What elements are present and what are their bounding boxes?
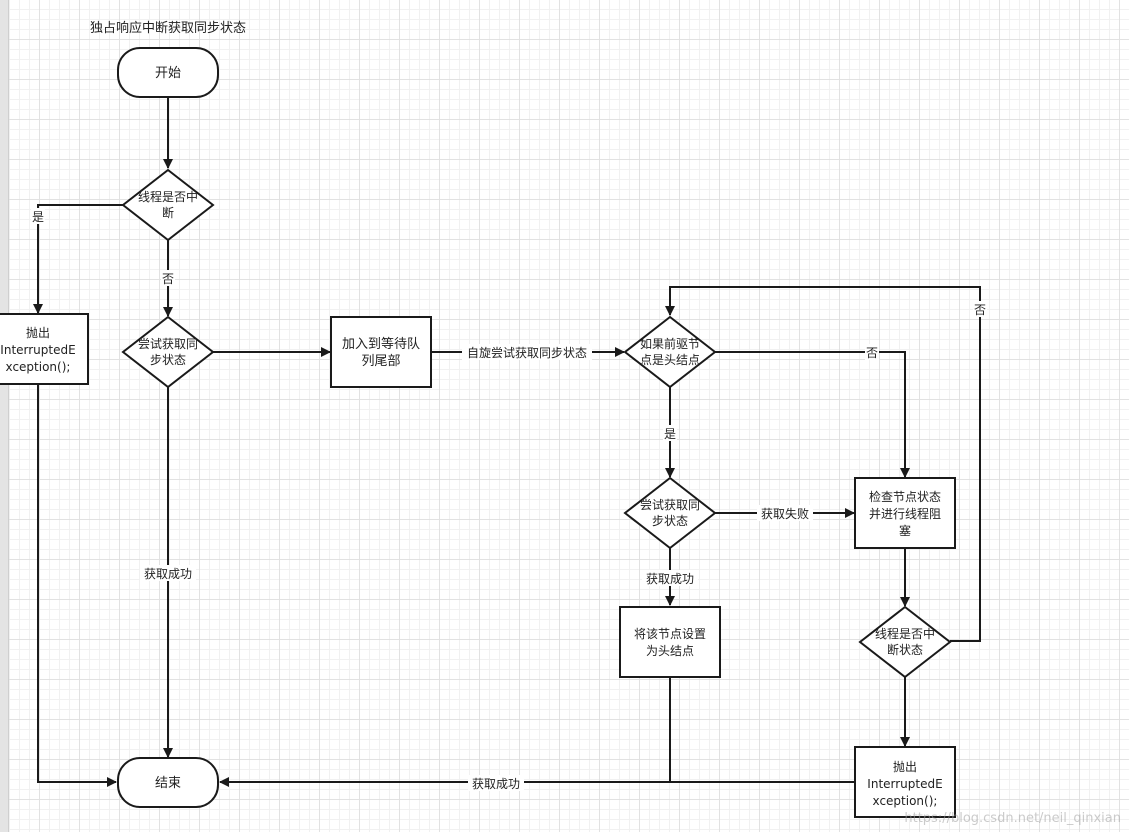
end-node: 结束 <box>117 757 219 808</box>
try2-label-2: 步状态 <box>652 514 688 528</box>
try1-label-1: 尝试获取同 <box>138 336 198 351</box>
add-to-queue-box: 加入到等待队 列尾部 <box>330 316 432 388</box>
check2-label-1: 线程是否中 <box>875 626 935 641</box>
start-label: 开始 <box>155 66 181 81</box>
park-label-1: 检查节点状态 <box>869 489 941 504</box>
label-acquire-fail: 获取失败 <box>761 506 809 521</box>
label-acquire-success-2: 获取成功 <box>646 572 694 586</box>
try-acquire-decision-2: 尝试获取同 步状态 <box>623 476 717 550</box>
try-acquire-decision-1: 尝试获取同 步状态 <box>121 315 215 389</box>
label-spin-acquire: 自旋尝试获取同步状态 <box>467 345 587 360</box>
throw2-line-3: xception(); <box>873 794 938 808</box>
label-loop-no: 否 <box>974 303 986 317</box>
check-interrupt-label-1: 线程是否中 <box>138 189 198 204</box>
throw1-line-2: InterruptedE <box>0 343 75 357</box>
set-head-box: 将该节点设置 为头结点 <box>619 606 721 678</box>
check-and-park-box: 检查节点状态 并进行线程阻 塞 <box>854 477 956 549</box>
label-yes-interrupt: 是 <box>32 210 44 224</box>
throw-exception-box-2: 抛出 InterruptedE xception(); <box>854 746 956 818</box>
label-no-interrupt: 否 <box>162 272 174 286</box>
park-label-3: 塞 <box>899 523 911 538</box>
start-node: 开始 <box>117 47 219 98</box>
label-acquire-success-3: 获取成功 <box>472 777 520 791</box>
check-interrupt-decision: 线程是否中 断 <box>121 168 215 242</box>
edge-throw1-to-end <box>37 384 117 787</box>
sethead-label-2: 为头结点 <box>646 644 694 658</box>
check-interrupt-label-2: 断 <box>162 205 174 220</box>
sethead-label-1: 将该节点设置 <box>634 627 706 641</box>
check-interrupt-decision-2: 线程是否中 断状态 <box>858 605 952 679</box>
throw2-line-1: 抛出 <box>893 759 917 774</box>
edge-check-yes <box>33 204 124 314</box>
label-acquire-success-1: 获取成功 <box>144 567 192 581</box>
edge-labels: 是 否 获取成功 自旋尝试获取同步状态 否 是 获取失败 获取成功 否 获取成功 <box>31 208 987 791</box>
left-panel-edge <box>0 0 9 832</box>
pred-is-head-decision: 如果前驱节 点是头结点 <box>623 315 717 389</box>
end-label: 结束 <box>155 776 181 791</box>
throw1-line-3: xception(); <box>6 360 71 374</box>
queue-label-1: 加入到等待队 <box>342 336 420 352</box>
throw1-line-1: 抛出 <box>26 325 50 340</box>
label-pred-yes: 是 <box>664 427 676 441</box>
edge-pred-no <box>715 351 910 478</box>
diagram-title: 独占响应中断获取同步状态 <box>90 20 246 36</box>
try1-label-2: 步状态 <box>150 353 186 367</box>
watermark-text: https://blog.csdn.net/neil_qinxian <box>904 811 1121 826</box>
label-pred-no: 否 <box>866 346 878 360</box>
throw2-line-2: InterruptedE <box>867 777 942 791</box>
pred-label-2: 点是头结点 <box>640 353 700 367</box>
pred-label-1: 如果前驱节 <box>640 336 700 351</box>
park-label-2: 并进行线程阻 <box>869 506 941 521</box>
check2-label-2: 断状态 <box>887 642 923 657</box>
queue-label-2: 列尾部 <box>361 354 400 369</box>
edge-loop-no <box>665 286 981 642</box>
throw-exception-box-1: 抛出 InterruptedE xception(); <box>0 313 89 385</box>
try2-label-1: 尝试获取同 <box>640 497 700 512</box>
